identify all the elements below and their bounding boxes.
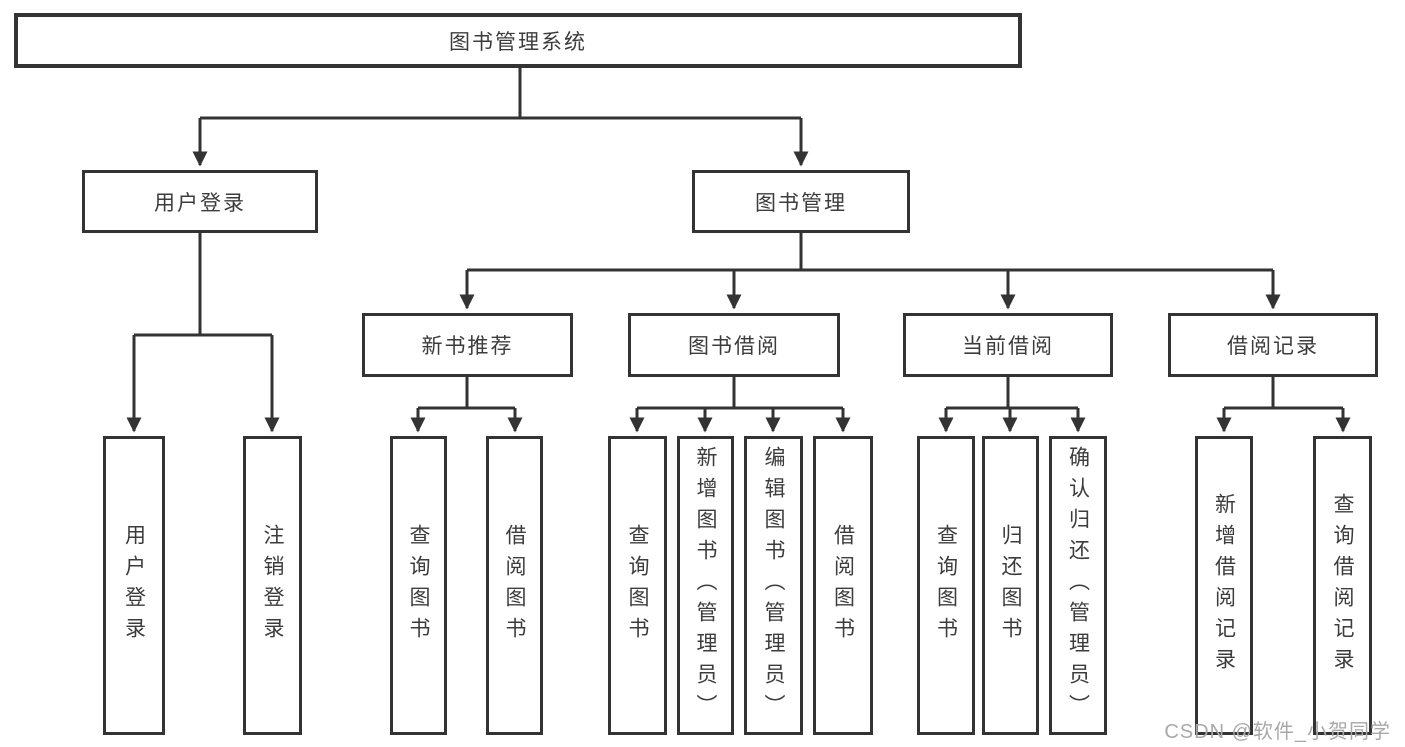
node-borrow-records: 借阅记录	[1168, 313, 1378, 377]
node-book-borrow: 图书借阅	[628, 313, 840, 377]
leaf-add-borrow-record: 新增借阅记录	[1195, 436, 1253, 735]
node-new-book-recommend: 新书推荐	[362, 313, 573, 377]
node-label: 注销登录	[261, 523, 284, 648]
leaf-confirm-return-admin: 确认归还（管理员）	[1049, 436, 1107, 735]
node-label: 查询图书	[626, 523, 649, 648]
node-label: 新增图书（管理员）	[694, 446, 717, 725]
csdn-watermark: CSDN @软件_小贺同学	[1164, 721, 1391, 743]
leaf-logout: 注销登录	[243, 436, 302, 735]
node-label: 用户登录	[122, 523, 146, 648]
node-label: 当前借阅	[962, 335, 1054, 358]
leaf-borrow-books-recommend: 借阅图书	[486, 436, 543, 735]
leaf-edit-books-admin: 编辑图书（管理员）	[744, 436, 803, 735]
node-label: 查询图书	[934, 523, 958, 648]
node-library-management-system: 图书管理系统	[14, 13, 1022, 68]
leaf-query-books-current: 查询图书	[917, 436, 975, 735]
node-label: 编辑图书（管理员）	[762, 446, 785, 725]
node-label: 用户登录	[154, 191, 246, 215]
node-label: 图书借阅	[688, 335, 780, 358]
node-label: 归还图书	[999, 523, 1022, 648]
node-user-login: 用户登录	[82, 170, 318, 233]
node-label: 查询借阅记录	[1331, 492, 1354, 679]
leaf-query-books-recommend: 查询图书	[390, 436, 447, 735]
node-label: 查询图书	[407, 523, 430, 648]
node-label: 新增借阅记录	[1212, 492, 1236, 679]
leaf-borrow-books: 借阅图书	[813, 436, 873, 735]
node-book-management: 图书管理	[692, 170, 910, 233]
node-label: 借阅图书	[503, 523, 526, 648]
node-label: 新书推荐	[421, 335, 514, 358]
leaf-query-books-borrow: 查询图书	[608, 436, 667, 735]
leaf-user-login: 用户登录	[103, 436, 165, 735]
node-current-borrow: 当前借阅	[903, 313, 1113, 377]
node-label: 图书管理系统	[449, 30, 587, 54]
node-label: 确认归还（管理员）	[1066, 446, 1090, 725]
node-label: 借阅图书	[831, 523, 855, 648]
node-label: 图书管理	[755, 191, 847, 215]
node-label: 借阅记录	[1227, 335, 1319, 358]
leaf-query-borrow-record: 查询借阅记录	[1313, 436, 1372, 735]
leaf-add-books-admin: 新增图书（管理员）	[677, 436, 734, 735]
leaf-return-books: 归还图书	[982, 436, 1039, 735]
